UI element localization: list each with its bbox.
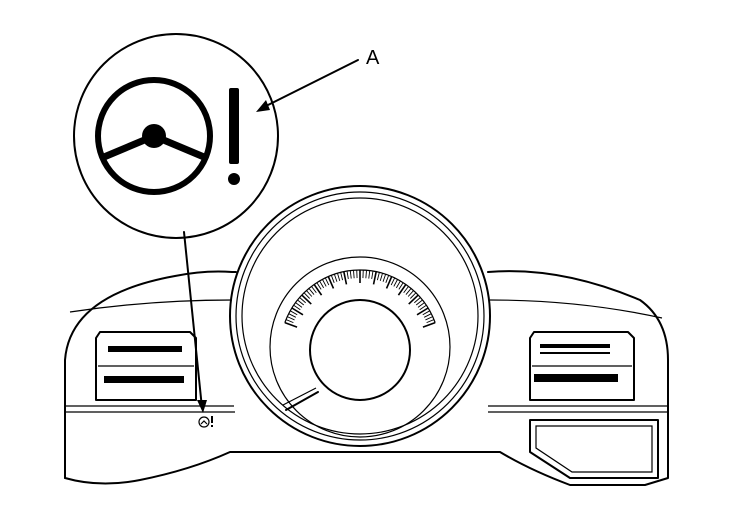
speedometer-tick — [285, 319, 294, 324]
lower-right-display — [529, 419, 659, 479]
speedometer-tick — [368, 270, 371, 279]
left-display-segment-top — [108, 346, 182, 352]
left-display-panel — [95, 331, 197, 401]
speedometer-tick — [327, 276, 335, 289]
exclamation-icon — [228, 88, 240, 185]
speedometer-tick — [353, 270, 355, 279]
callout-arrow — [256, 59, 359, 112]
speedometer-tick — [295, 302, 303, 308]
speedometer-tick — [297, 299, 305, 306]
speedometer-tick — [403, 286, 409, 294]
speedometer-tick — [365, 270, 367, 279]
speedometer-tick — [287, 316, 295, 321]
speedometer-tick — [419, 304, 427, 311]
speedometer-tick — [379, 273, 383, 282]
speedometer-tick — [423, 313, 432, 318]
speedometer-tick — [416, 307, 429, 316]
right-display-segment-bottom — [534, 374, 618, 382]
steering-wheel-icon — [95, 77, 213, 195]
speedometer-tick — [376, 272, 380, 281]
speedometer-tick — [288, 313, 297, 318]
right-display-panel — [529, 331, 635, 401]
speedometer-tick — [313, 284, 323, 296]
cluster-housing — [64, 270, 669, 486]
speedometer-tick — [346, 270, 349, 280]
speedometer-tick — [417, 302, 425, 308]
speedometer-tick — [324, 277, 330, 286]
right-display-segment-top — [540, 344, 610, 348]
speedometer-tick — [385, 275, 390, 283]
speedometer-tick — [340, 272, 344, 281]
speedometer-tick — [306, 290, 313, 297]
speedometer-tick — [398, 282, 404, 290]
speedometer-tick — [422, 310, 430, 316]
speedometer-tick — [422, 321, 436, 328]
left-display-segment-bottom — [104, 376, 184, 383]
magnified-warning-view — [73, 33, 279, 239]
speedometer-tick — [390, 277, 396, 286]
speedometer-tick — [415, 299, 423, 306]
speedometer-tick — [371, 270, 374, 280]
speedometer-tick — [303, 292, 311, 299]
speedometer-tick — [308, 288, 315, 295]
right-display-segment-mid — [540, 352, 610, 354]
speedometer-tick — [322, 279, 327, 287]
speedometer-center-hub — [309, 299, 411, 401]
speedometer-tick — [414, 297, 421, 304]
speedometer-tick — [301, 294, 312, 305]
speedometer-tick — [316, 282, 322, 290]
speedometer-tick — [405, 288, 412, 295]
speedometer-tick — [290, 310, 298, 316]
speedometer-tick — [395, 280, 401, 289]
speedometer-needle — [285, 391, 319, 411]
speedometer — [229, 185, 491, 453]
speedometer-tick — [330, 275, 335, 283]
speedometer-tick-ring — [284, 269, 436, 328]
speedometer-tick — [385, 276, 393, 289]
speedometer-tick — [293, 304, 301, 311]
speedometer-tick — [426, 319, 435, 324]
callout-label: A — [366, 47, 380, 69]
speedometer-tick — [409, 292, 417, 299]
speedometer-tick — [372, 271, 377, 285]
leader-line — [183, 231, 207, 413]
speedometer-tick — [319, 280, 325, 289]
speedometer-tick — [333, 274, 338, 282]
speedometer-tick — [343, 271, 348, 285]
speedometer-tick — [397, 284, 407, 296]
power-steering-warning-icon — [198, 416, 213, 428]
speedometer-tick — [393, 279, 398, 287]
speedometer-tick — [382, 274, 387, 282]
speedometer-tick — [311, 286, 317, 294]
speedometer-tick — [337, 273, 341, 282]
speedometer-tick — [284, 321, 298, 328]
speedometer-tick — [349, 270, 352, 279]
speedometer-tick — [425, 316, 433, 321]
speedometer-tick — [299, 297, 306, 304]
speedometer-tick — [407, 290, 414, 297]
speedometer-tick — [291, 307, 304, 316]
speedometer-tick — [408, 294, 419, 305]
